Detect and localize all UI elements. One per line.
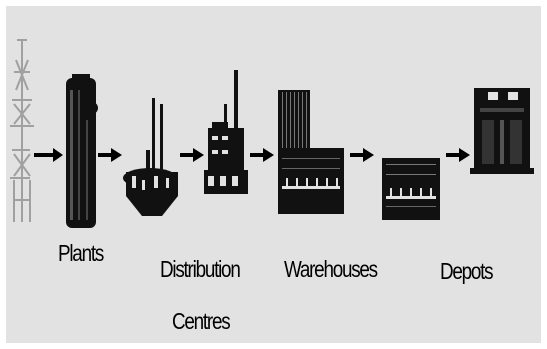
arrow-warehouses-to-store (350, 148, 374, 162)
arrow-plants-to-distribution (98, 148, 122, 162)
flow-arrows (34, 148, 470, 162)
arrow-centre-to-warehouses (250, 148, 274, 162)
warehouse-icon (278, 90, 344, 214)
label-warehouses: Warehouses (284, 256, 378, 282)
oil-derrick-icon (10, 39, 34, 222)
distribution-centre-icon (204, 70, 248, 194)
label-centres: Centres (172, 308, 231, 334)
distribution-plant-icon (123, 98, 178, 216)
label-distribution: Distribution (160, 256, 241, 282)
label-depots: Depots (440, 258, 494, 284)
arrow-store-to-depots (446, 148, 470, 162)
arrow-derrick-to-plants (34, 148, 63, 162)
depot-icon (470, 88, 534, 174)
refinery-plant-icon (66, 74, 98, 228)
arrow-distribution-to-centre (180, 148, 204, 162)
label-plants: Plants (58, 240, 104, 266)
storage-building-icon (382, 158, 440, 220)
